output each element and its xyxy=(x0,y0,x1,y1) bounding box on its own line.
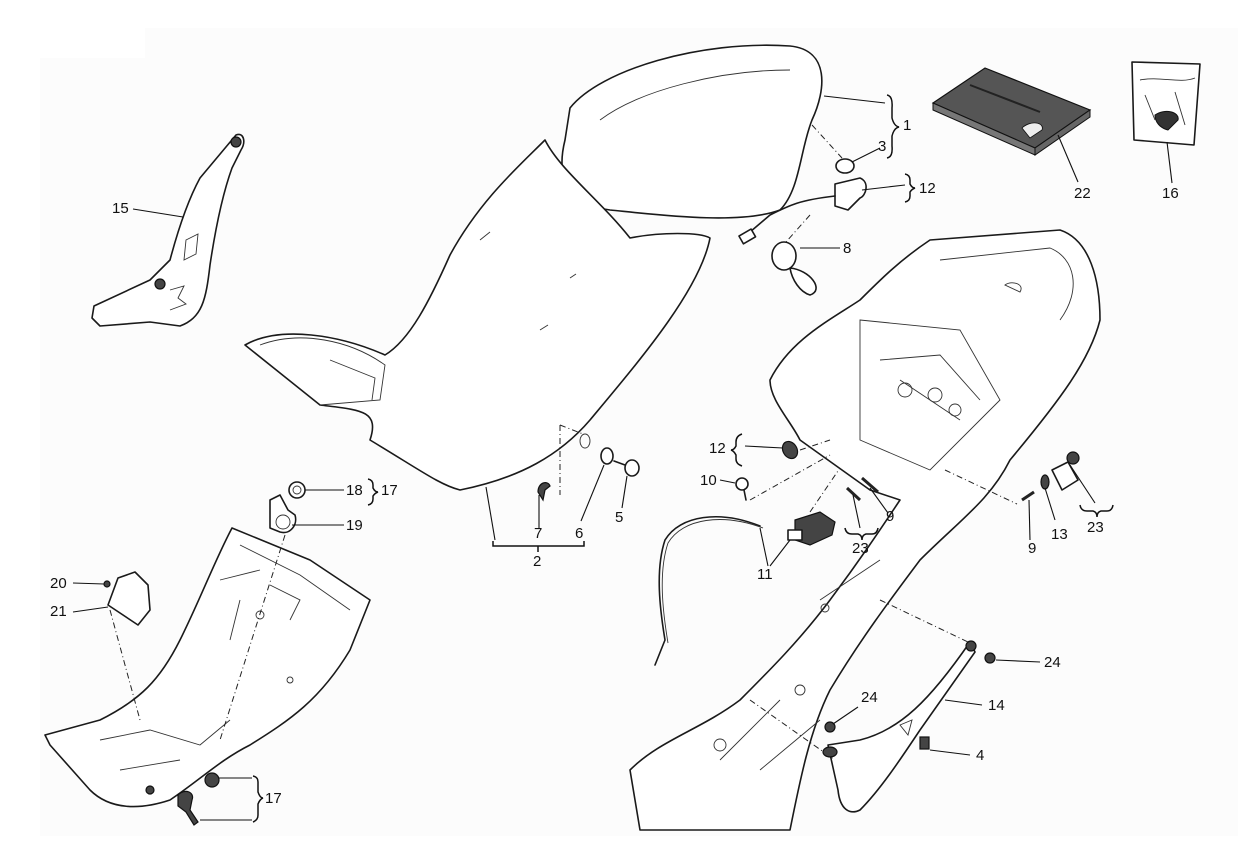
leader-20 xyxy=(72,582,105,585)
part-19-plate[interactable] xyxy=(269,494,297,534)
leader-12-bottom xyxy=(744,445,784,449)
leader-10 xyxy=(719,479,736,484)
leader-12-top xyxy=(861,184,906,191)
part-3-rubber-pad[interactable] xyxy=(811,124,855,174)
leader-6 xyxy=(580,464,605,522)
part-7-hook[interactable] xyxy=(537,425,561,502)
part-5-screw[interactable] xyxy=(613,459,640,477)
leader-22 xyxy=(1057,134,1079,183)
callout-12-bottom: 12 xyxy=(709,440,726,457)
leader-21 xyxy=(72,606,109,613)
callout-15: 15 xyxy=(112,200,129,217)
leader-3 xyxy=(851,147,881,163)
callout-7: 7 xyxy=(534,525,543,542)
leader-2 xyxy=(485,486,496,541)
part-16-document-bag[interactable] xyxy=(1131,61,1201,146)
part-24-screw-upper[interactable] xyxy=(984,652,996,664)
part-21-bracket[interactable] xyxy=(103,571,151,626)
callout-17-top: 17 xyxy=(381,482,398,499)
brace-23-middle xyxy=(844,527,879,541)
rear-subframe[interactable] xyxy=(629,229,1101,831)
callout-13: 13 xyxy=(1051,526,1068,543)
leader-13 xyxy=(1044,487,1056,521)
callout-9-right: 9 xyxy=(1028,540,1037,557)
callout-20: 20 xyxy=(50,575,67,592)
callout-17-bottom: 17 xyxy=(265,790,282,807)
leader-23-middle xyxy=(852,494,861,529)
callout-19: 19 xyxy=(346,517,363,534)
brace-1 xyxy=(886,94,900,159)
leader-4 xyxy=(929,749,971,756)
callout-9-middle: 9 xyxy=(886,508,895,525)
callout-4: 4 xyxy=(976,747,985,764)
part-18-nut[interactable] xyxy=(288,481,306,499)
part-4-clip[interactable] xyxy=(919,736,930,750)
part-15-side-bracket[interactable] xyxy=(91,133,245,327)
part-12-socket-nut[interactable] xyxy=(779,439,831,462)
leader-24-upper xyxy=(995,659,1041,663)
leader-16 xyxy=(1166,141,1173,184)
leader-9-right xyxy=(1028,499,1031,541)
leader-14 xyxy=(944,699,983,706)
part-24-screw-lower[interactable] xyxy=(822,721,838,758)
callout-22: 22 xyxy=(1074,185,1091,202)
callout-16: 16 xyxy=(1162,185,1179,202)
part-12-power-socket[interactable] xyxy=(738,177,867,245)
callout-18: 18 xyxy=(346,482,363,499)
callout-10: 10 xyxy=(700,472,717,489)
callout-23-middle: 23 xyxy=(852,540,869,557)
part-2-rider-seat[interactable] xyxy=(244,139,711,491)
callout-5: 5 xyxy=(615,509,624,526)
brace-17-top xyxy=(367,478,379,506)
part-10-screw[interactable] xyxy=(735,454,831,501)
part-1-passenger-seat[interactable] xyxy=(561,44,823,219)
callout-24-upper: 24 xyxy=(1044,654,1061,671)
undertray[interactable] xyxy=(44,527,371,808)
callout-3: 3 xyxy=(878,138,887,155)
callout-23-right: 23 xyxy=(1087,519,1104,536)
part-17-lock-key[interactable] xyxy=(177,772,220,826)
callout-21: 21 xyxy=(50,603,67,620)
brace-17-bottom xyxy=(252,775,264,823)
leader-11b xyxy=(769,539,791,567)
part-8-socket-cover[interactable] xyxy=(771,214,817,296)
callout-1: 1 xyxy=(903,117,912,134)
brace-12-top xyxy=(904,173,916,203)
callout-11: 11 xyxy=(757,566,773,583)
leader-5 xyxy=(621,475,628,509)
callout-14: 14 xyxy=(988,697,1005,714)
leader-11a xyxy=(759,527,769,567)
leader-15 xyxy=(132,208,184,218)
part-22-owner-manual[interactable] xyxy=(931,67,1092,156)
callout-2: 2 xyxy=(533,553,542,570)
part-11-seat-lock-cable[interactable] xyxy=(654,467,841,666)
callout-6: 6 xyxy=(575,525,584,542)
leader-24-lower xyxy=(832,706,859,725)
leader-9-middle xyxy=(869,487,889,514)
brace-23-right xyxy=(1079,504,1114,518)
part-6-washer[interactable] xyxy=(559,424,614,465)
part-14-side-cover[interactable] xyxy=(749,599,977,813)
leader-1 xyxy=(823,95,886,104)
leader-23-right xyxy=(1069,464,1096,504)
brace-12-bottom xyxy=(730,433,743,467)
part-9-pin-middle[interactable] xyxy=(845,476,879,502)
callout-24-lower: 24 xyxy=(861,689,878,706)
callout-8: 8 xyxy=(843,240,852,257)
brace-2 xyxy=(492,541,585,552)
callout-12-top: 12 xyxy=(919,180,936,197)
